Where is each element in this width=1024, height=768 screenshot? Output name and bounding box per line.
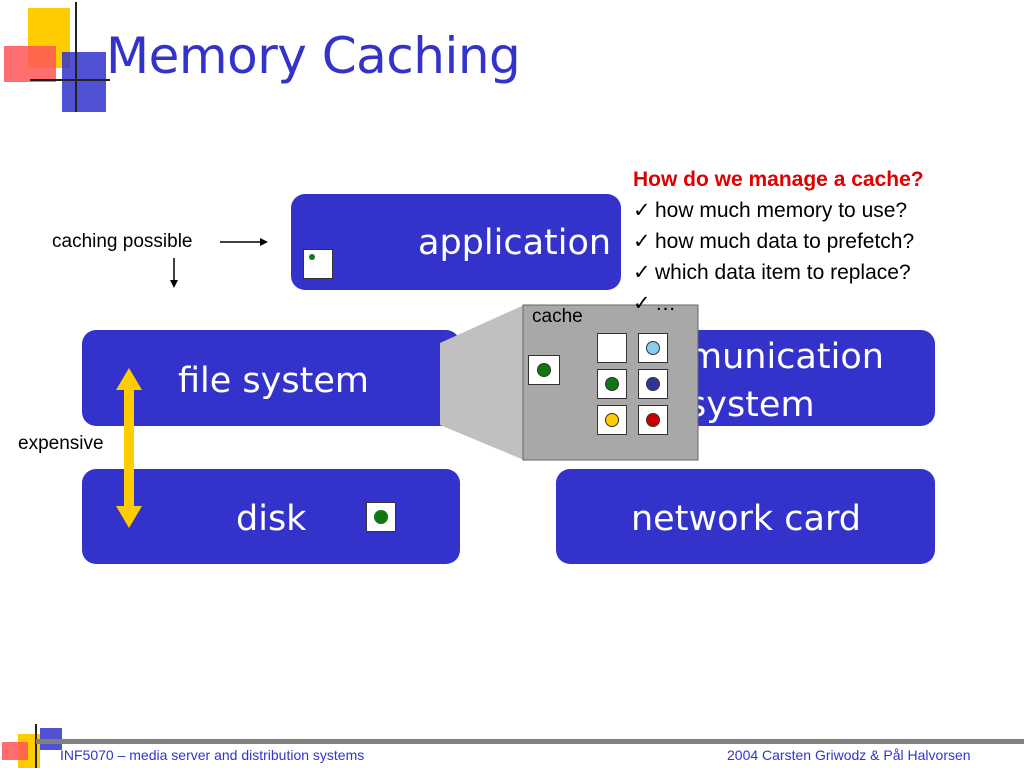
data-block-icon: [366, 502, 396, 532]
cache-slot: [597, 405, 627, 435]
cache-slot: [638, 333, 668, 363]
cache-data-dot: [605, 377, 619, 391]
checkmark-icon: ✓: [633, 199, 651, 222]
file-system-box: file system: [82, 330, 460, 426]
checkmark-icon: ✓: [633, 292, 651, 315]
cache-label: cache: [532, 306, 583, 327]
question-text: which data item to replace?: [655, 261, 911, 284]
question-text: how much memory to use?: [655, 199, 908, 222]
communication-label-line2: system: [688, 385, 815, 425]
network-card-box: network card: [556, 469, 935, 564]
question-item: ✓…: [633, 288, 924, 319]
caching-possible-label: caching possible: [52, 231, 193, 252]
cache-data-dot: [646, 341, 660, 355]
question-item: ✓how much data to prefetch?: [633, 226, 924, 257]
expensive-label: expensive: [18, 433, 104, 454]
question-text: how much data to prefetch?: [655, 230, 915, 253]
communication-label-line1: munication: [688, 337, 884, 377]
cache-slot: [597, 369, 627, 399]
question-list: ✓how much memory to use?✓how much data t…: [633, 195, 924, 319]
footer-left: INF5070 – media server and distribution …: [60, 747, 365, 763]
application-label: application: [418, 223, 612, 263]
incoming-data-block-icon: [528, 355, 560, 385]
cache-data-dot: [605, 413, 619, 427]
cache-questions: How do we manage a cache? ✓how much memo…: [633, 164, 924, 319]
question-item: ✓how much memory to use?: [633, 195, 924, 226]
cache-callout: [440, 304, 699, 461]
disk-box: disk: [82, 469, 460, 564]
cache-data-dot: [646, 413, 660, 427]
data-block-icon: [303, 249, 333, 279]
footer-decoration: [2, 724, 1024, 768]
corner-decoration: [4, 2, 110, 112]
disk-label: disk: [236, 499, 307, 539]
footer-right: 2004 Carsten Griwodz & Pål Halvorsen: [727, 747, 971, 763]
cache-slot: [597, 333, 627, 363]
double-arrow-icon: [116, 368, 142, 528]
cache-slot: [638, 405, 668, 435]
file-system-label: file system: [178, 361, 369, 401]
checkmark-icon: ✓: [633, 261, 651, 284]
question-text: …: [655, 292, 676, 315]
cache-slot: [638, 369, 668, 399]
cache-data-dot: [646, 377, 660, 391]
slide-title: Memory Caching: [106, 27, 521, 85]
checkmark-icon: ✓: [633, 230, 651, 253]
application-box: application: [291, 194, 621, 290]
arrow-down-icon: [170, 258, 178, 288]
question-item: ✓which data item to replace?: [633, 257, 924, 288]
network-card-label: network card: [631, 499, 861, 539]
questions-heading: How do we manage a cache?: [633, 168, 924, 191]
arrow-right-icon: [220, 238, 268, 246]
